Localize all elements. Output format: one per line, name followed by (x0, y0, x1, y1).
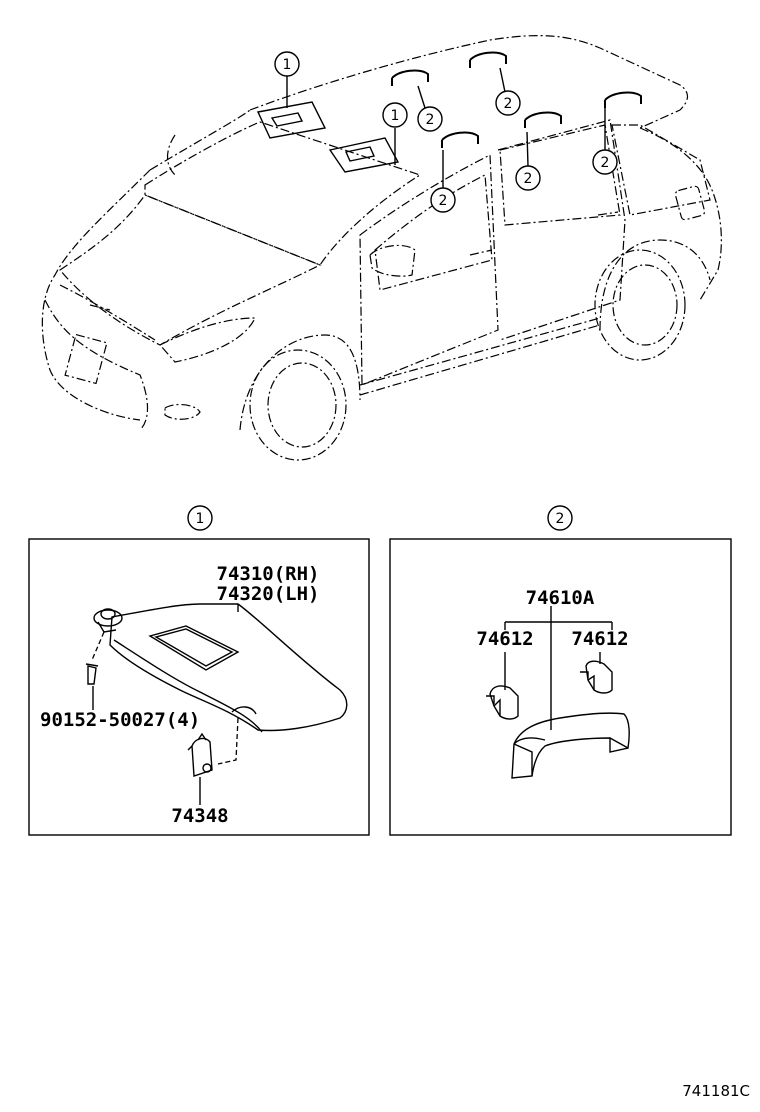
svg-text:2: 2 (524, 171, 533, 187)
overview-callout: 2 (515, 165, 541, 191)
sunvisor-illustration (85, 603, 348, 777)
part-label-90152-50027: 90152-50027(4) (40, 709, 200, 731)
svg-text:1: 1 (283, 57, 292, 73)
overview-callout: 2 (417, 106, 443, 132)
panel-frame (389, 538, 732, 836)
vehicle-overview: 1 1 2 2 2 2 2 (41, 34, 722, 461)
cover-cap-illustration (486, 660, 613, 720)
panel-assist-grip: 2 74610A 74612 74612 (389, 505, 732, 836)
diagram-reference-code: 741181C (682, 1082, 750, 1100)
part-label-74348: 74348 (171, 805, 228, 827)
svg-text:1: 1 (196, 511, 205, 527)
svg-text:2: 2 (601, 155, 610, 171)
panel-frame (28, 538, 370, 836)
part-label-74612-left: 74612 (476, 628, 533, 650)
panel-header-callout: 2 (547, 505, 573, 531)
overview-callout: 1 (382, 102, 408, 128)
overview-callout: 2 (592, 149, 618, 175)
svg-text:2: 2 (504, 96, 513, 112)
svg-text:2: 2 (439, 193, 448, 209)
panel-header-callout: 1 (187, 505, 213, 531)
part-label-74320-lh: 74320(LH) (217, 583, 320, 605)
part-label-74310-rh: 74310(RH) (217, 563, 320, 585)
svg-text:2: 2 (556, 511, 565, 527)
part-label-74610a: 74610A (526, 587, 595, 609)
overview-callout: 1 (274, 51, 300, 77)
overview-callout: 2 (430, 187, 456, 213)
svg-text:2: 2 (426, 112, 435, 128)
panel-sunvisor: 1 74310(RH) (28, 505, 370, 836)
svg-text:1: 1 (391, 108, 400, 124)
part-label-74612-right: 74612 (571, 628, 628, 650)
assist-grip-illustration (511, 712, 630, 779)
overview-callout: 2 (495, 90, 521, 116)
